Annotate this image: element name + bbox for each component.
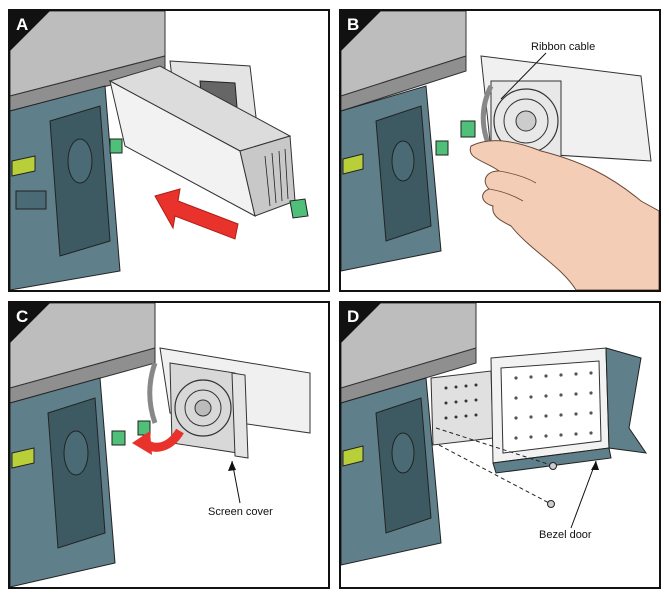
panel-c: C Screen cover [8, 301, 330, 589]
panel-label: B [347, 15, 360, 34]
panel-tag-bg [10, 303, 50, 343]
panel-c-illustration [10, 303, 311, 587]
panel-b: B Ribbon cable [339, 9, 661, 292]
panel-tag-bg [10, 11, 50, 51]
panel-label: C [16, 307, 29, 326]
panel-d: D Bezel door [339, 301, 661, 589]
panel-label: A [16, 15, 29, 34]
panel-label: D [347, 307, 360, 326]
ribbon-cable-callout: Ribbon cable [531, 41, 596, 53]
bezel-door-callout: Bezel door [539, 529, 592, 541]
panel-tag-bg [341, 303, 381, 343]
panel-a-illustration [10, 11, 309, 290]
panel-d-illustration [341, 303, 648, 566]
panel-a: A [8, 9, 330, 292]
screen-cover-callout: Screen cover [208, 506, 273, 518]
panel-tag-bg [341, 11, 381, 51]
panel-b-illustration [341, 11, 659, 290]
